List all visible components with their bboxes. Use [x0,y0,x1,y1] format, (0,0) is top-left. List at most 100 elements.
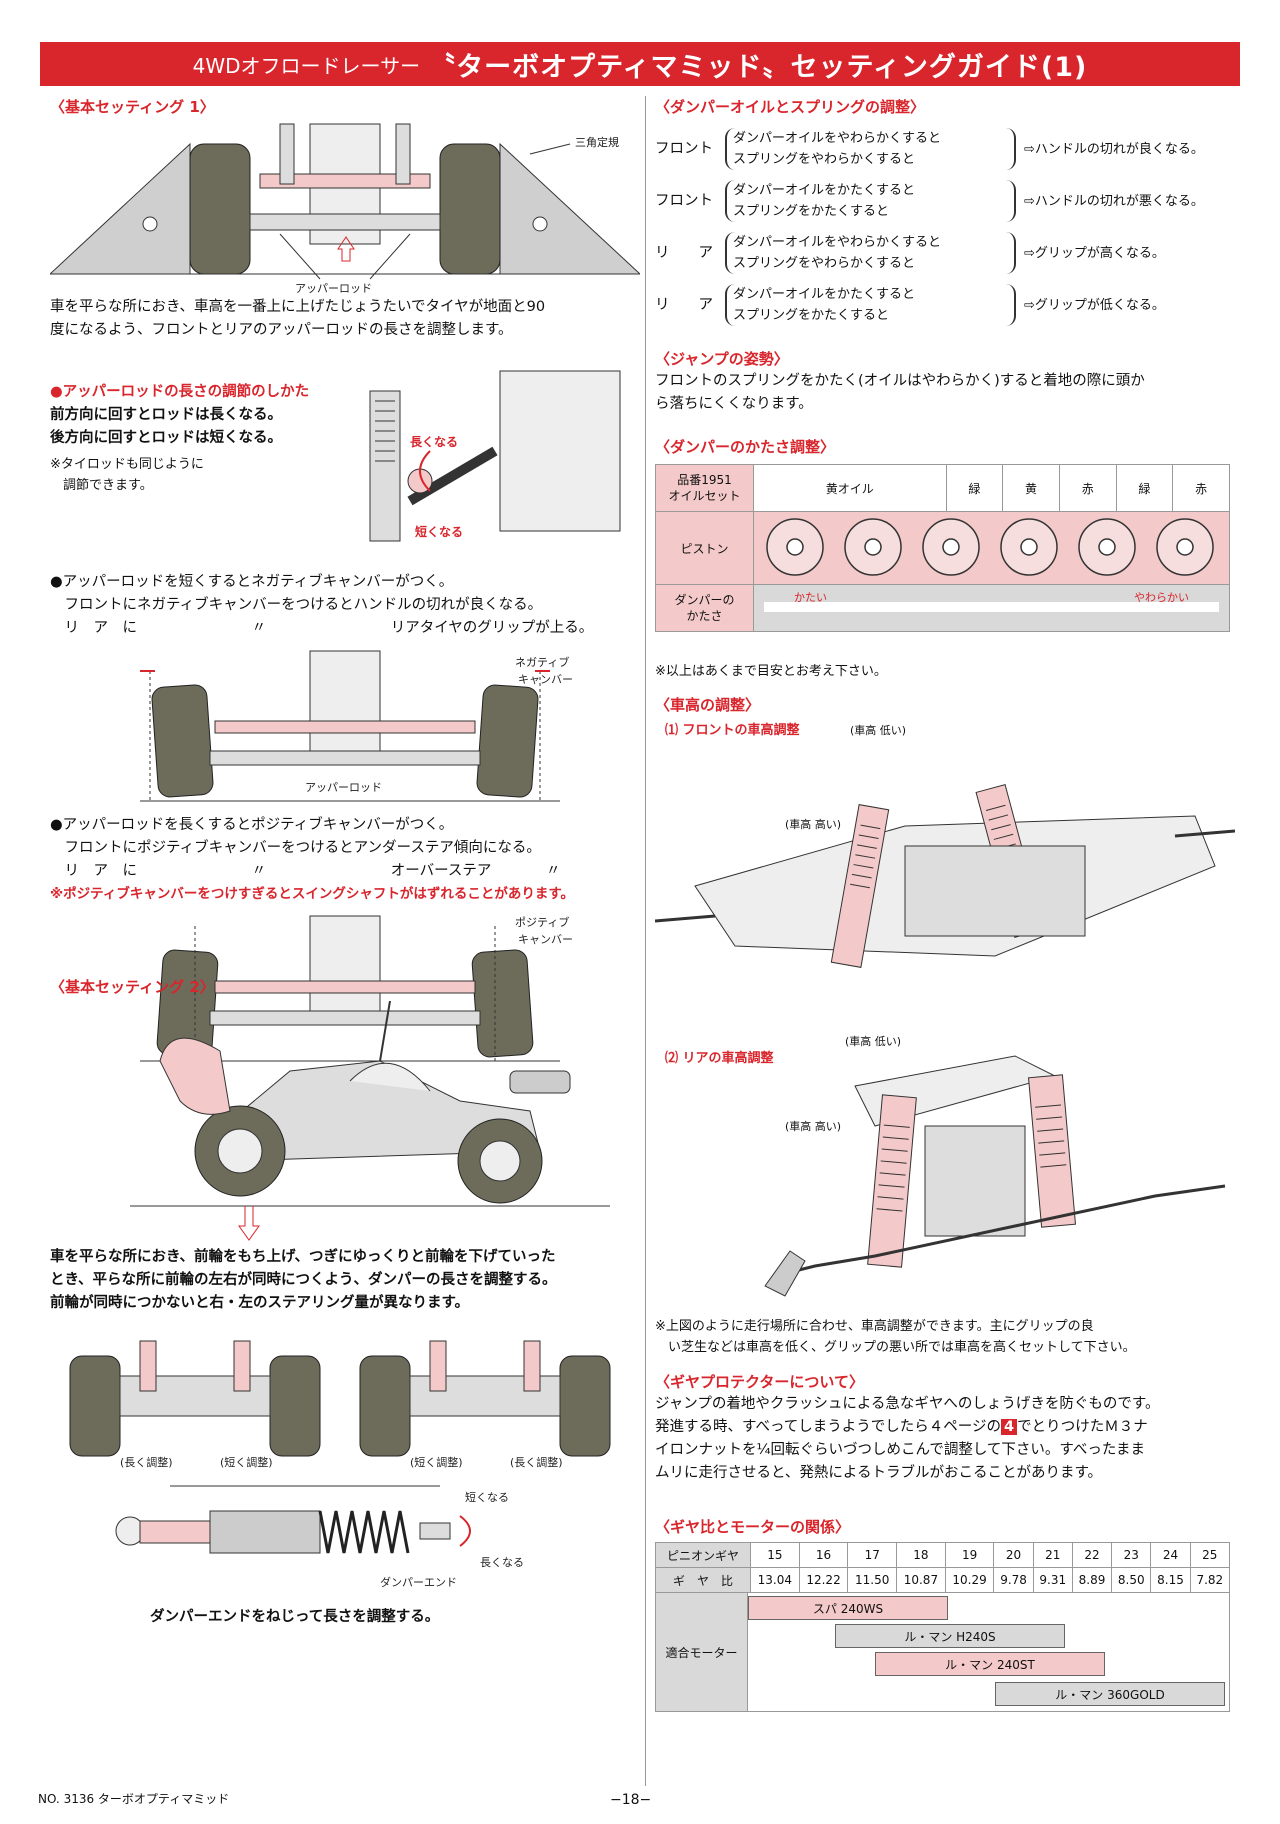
damper-end-caption: ダンパーエンドをねじって長さを調整する。 [150,1609,440,1625]
protector-heading: 〈ギヤプロテクターについて〉 [655,1373,864,1391]
label-adj-1: (長く調整) [120,1455,173,1469]
positive-rear-line: リ ア に 〃 オーバーステア 〃 [50,860,640,883]
positive-section: ●アッパーロッドを長くするとポジティブキャンバーがつく。 フロントにポジティブキ… [50,814,640,906]
basic1-heading: 〈基本セッティング 1〉 [50,98,215,116]
gear-table-wrap: ピニオンギヤ 15 16 17 18 19 20 21 22 23 24 25 … [655,1542,1231,1762]
oil-result: ⇨グリップが高くなる。 [1024,245,1165,261]
adjust-section: ●アッパーロッドの長さの調節のしかた 前方向に回すとロッドは長くなる。 後方向に… [50,381,350,496]
figure-rear-height [764,1055,1226,1297]
jump-body: フロントのスプリングをかたく(オイルはやわらかく)すると着地の際に頭か ら落ちに… [655,370,1235,416]
oil-pos: フロント [655,140,713,157]
oil-conditions: ダンパーオイルをかたくすると スプリングをかたくすると [725,284,1016,326]
oil-conditions: ダンパーオイルをやわらかくすると スプリングをやわらかくすると [725,128,1016,170]
pinion-cell: 25 [1189,1542,1231,1568]
protector-line: イロンナットを¼回転ぐらいづつしめこんで調整して下さい。すべったまま [655,1442,1145,1458]
height-note-line: ※上図のように走行場所に合わせ、車高調整ができます。主にグリップの良 [655,1319,1094,1334]
pinion-cell: 16 [798,1542,849,1568]
hardness-heading: 〈ダンパーのかたさ調整〉 [655,438,836,456]
figure-damper-adjust: (長く調整) (短く調整) (短く調整) (長く調整) [69,1340,611,1469]
oil-cond-a: ダンパーオイルをかたくすると [733,183,916,198]
hardness-label-1: ダンパーの [674,593,735,607]
oil-cell: 黄オイル [753,464,947,512]
oil-cond-b: スプリングをかたくすると [733,308,890,323]
oil-row: リ ア ダンパーオイルをやわらかくすると スプリングをやわらかくすると ⇨グリッ… [655,228,1235,278]
rear-height-title: ⑵ リアの車高調整 [665,1051,774,1066]
oil-cell: 赤 [1058,464,1117,512]
footer-model: NO. 3136 ターボオプティマミッド [38,1792,230,1806]
banner-prefix: 4WDオフロードレーサー [192,53,421,78]
gear-table: ピニオンギヤ 15 16 17 18 19 20 21 22 23 24 25 … [655,1542,1231,1593]
oil-set-label-2: オイルセット [668,489,741,503]
jump-body-line: ら落ちにくくなります。 [655,396,813,412]
ratio-label: ギ ヤ 比 [655,1567,751,1593]
label-upper-rod-2: アッパーロッド [305,781,382,794]
step-badge: 4 [1000,1419,1018,1435]
hardness-label: ダンパーの かたさ [655,584,754,632]
negative-rear-a: リ ア に [50,620,137,636]
negative-rear-line: リ ア に 〃 リアタイヤのグリップが上る。 [50,617,640,640]
rear-high-label: (車高 高い) [785,1120,842,1133]
oil-conditions: ダンパーオイルをかたくすると スプリングをかたくすると [725,180,1016,222]
oil-cond-a: ダンパーオイルをやわらかくすると [733,131,942,146]
oil-cond-b: スプリングをやわらかくすると [733,152,916,167]
adjust-note: ※タイロッドも同じように [50,457,204,472]
adjust-heading: ●アッパーロッドの長さの調節のしかた [50,384,310,400]
positive-warning: ※ポジティブキャンバーをつけすぎるとスイングシャフトがはずれることがあります。 [50,886,574,902]
damper-hardness-table: 品番1951 オイルセット 黄オイル 緑 黄 赤 緑 赤 ピストン [655,464,1230,632]
hardness-arrow: かたい やわらかい [753,584,1230,632]
positive-line: ●アッパーロッドを長くするとポジティブキャンバーがつく。 [50,817,454,833]
soft-label: やわらかい [1134,591,1189,604]
protector-line-part: 発進する時、すべってしまうようでしたら４ページの [655,1419,1001,1435]
ratio-cell: 8.50 [1111,1567,1152,1593]
oil-cond-a: ダンパーオイルをやわらかくすると [733,235,942,250]
positive-rear-b: オーバーステア [390,863,492,879]
oil-cond-b: スプリングをやわらかくすると [733,256,916,271]
ratio-cell: 10.29 [944,1567,995,1593]
oil-pos: リ ア [655,244,713,261]
adjust-line: 後方向に回すとロッドは短くなる。 [50,430,282,446]
front-high-label: (車高 高い) [785,818,842,831]
motor-bar-spa: スパ 240WS [748,1596,948,1620]
adjust-line: 前方向に回すとロッドは長くなる。 [50,407,282,423]
pinion-label: ピニオンギヤ [655,1542,751,1568]
oil-set-label-1: 品番1951 [677,473,732,487]
label-adj-3: (短く調整) [410,1455,463,1469]
oil-heading: 〈ダンパーオイルとスプリングの調整〉 [655,98,926,116]
basic2-heading: 〈基本セッティング 2〉 [50,978,215,996]
positive-line: フロントにポジティブキャンバーをつけるとアンダーステア傾向になる。 [50,840,541,856]
protector-line: ムリに走行させると、発熱によるトラブルがおこることがあります。 [655,1465,1103,1481]
negative-line: フロントにネガティブキャンバーをつけるとハンドルの切れが良くなる。 [50,597,543,613]
pinion-cell: 18 [896,1542,946,1568]
label-neg-camber-1: ネガティブ [515,655,569,669]
label-shorter: 短くなる [465,1490,509,1504]
column-divider [645,96,646,1786]
hardness-label-2: かたさ [686,609,723,623]
basic2-body-line: とき、平らな所に前輪の左右が同時につくよう、ダンパーの長さを調整する。 [50,1272,557,1288]
protector-line-part: でとりつけたＭ３ナ [1017,1419,1148,1435]
figure-buggy-side [130,1001,610,1241]
pinion-cell: 19 [944,1542,995,1568]
oil-result: ⇨グリップが低くなる。 [1024,297,1165,313]
oil-cond-a: ダンパーオイルをかたくすると [733,287,916,302]
oil-result: ⇨ハンドルの切れが良くなる。 [1024,141,1204,157]
front-low-label: (車高 低い) [850,724,907,737]
basic2-body-line: 車を平らな所におき、前輪をもち上げ、つぎにゆっくりと前輪を下げていった [50,1249,556,1265]
negative-rear-ditto: 〃 [251,620,267,636]
negative-rear-b: リアタイヤのグリップが上る。 [390,620,594,636]
motor-bar-360gold: ル・マン 360GOLD [995,1682,1225,1706]
ratio-cell: 8.15 [1150,1567,1191,1593]
oil-row: リ ア ダンパーオイルをかたくすると スプリングをかたくすると ⇨グリップが低く… [655,280,1235,330]
label-adj-2: (短く調整) [220,1455,273,1469]
piston-icons [765,517,1214,576]
pinion-cell: 23 [1111,1542,1152,1568]
ratio-cell: 11.50 [847,1567,898,1593]
jump-heading: 〈ジャンプの姿勢〉 [655,350,789,368]
jump-body-line: フロントのスプリングをかたく(オイルはやわらかく)すると着地の際に頭か [655,373,1145,389]
ratio-cell: 9.78 [993,1567,1034,1593]
banner-title: 〝ターボオプティマミッド〟セッティングガイド(1) [428,51,1088,83]
title-banner: 4WDオフロードレーサー 〝ターボオプティマミッド〟セッティングガイド(1) [40,42,1240,86]
label-upper-rod-1: アッパーロッド [295,282,372,294]
height-heading: 〈車高の調整〉 [655,696,761,714]
pinion-cell: 15 [750,1542,800,1568]
